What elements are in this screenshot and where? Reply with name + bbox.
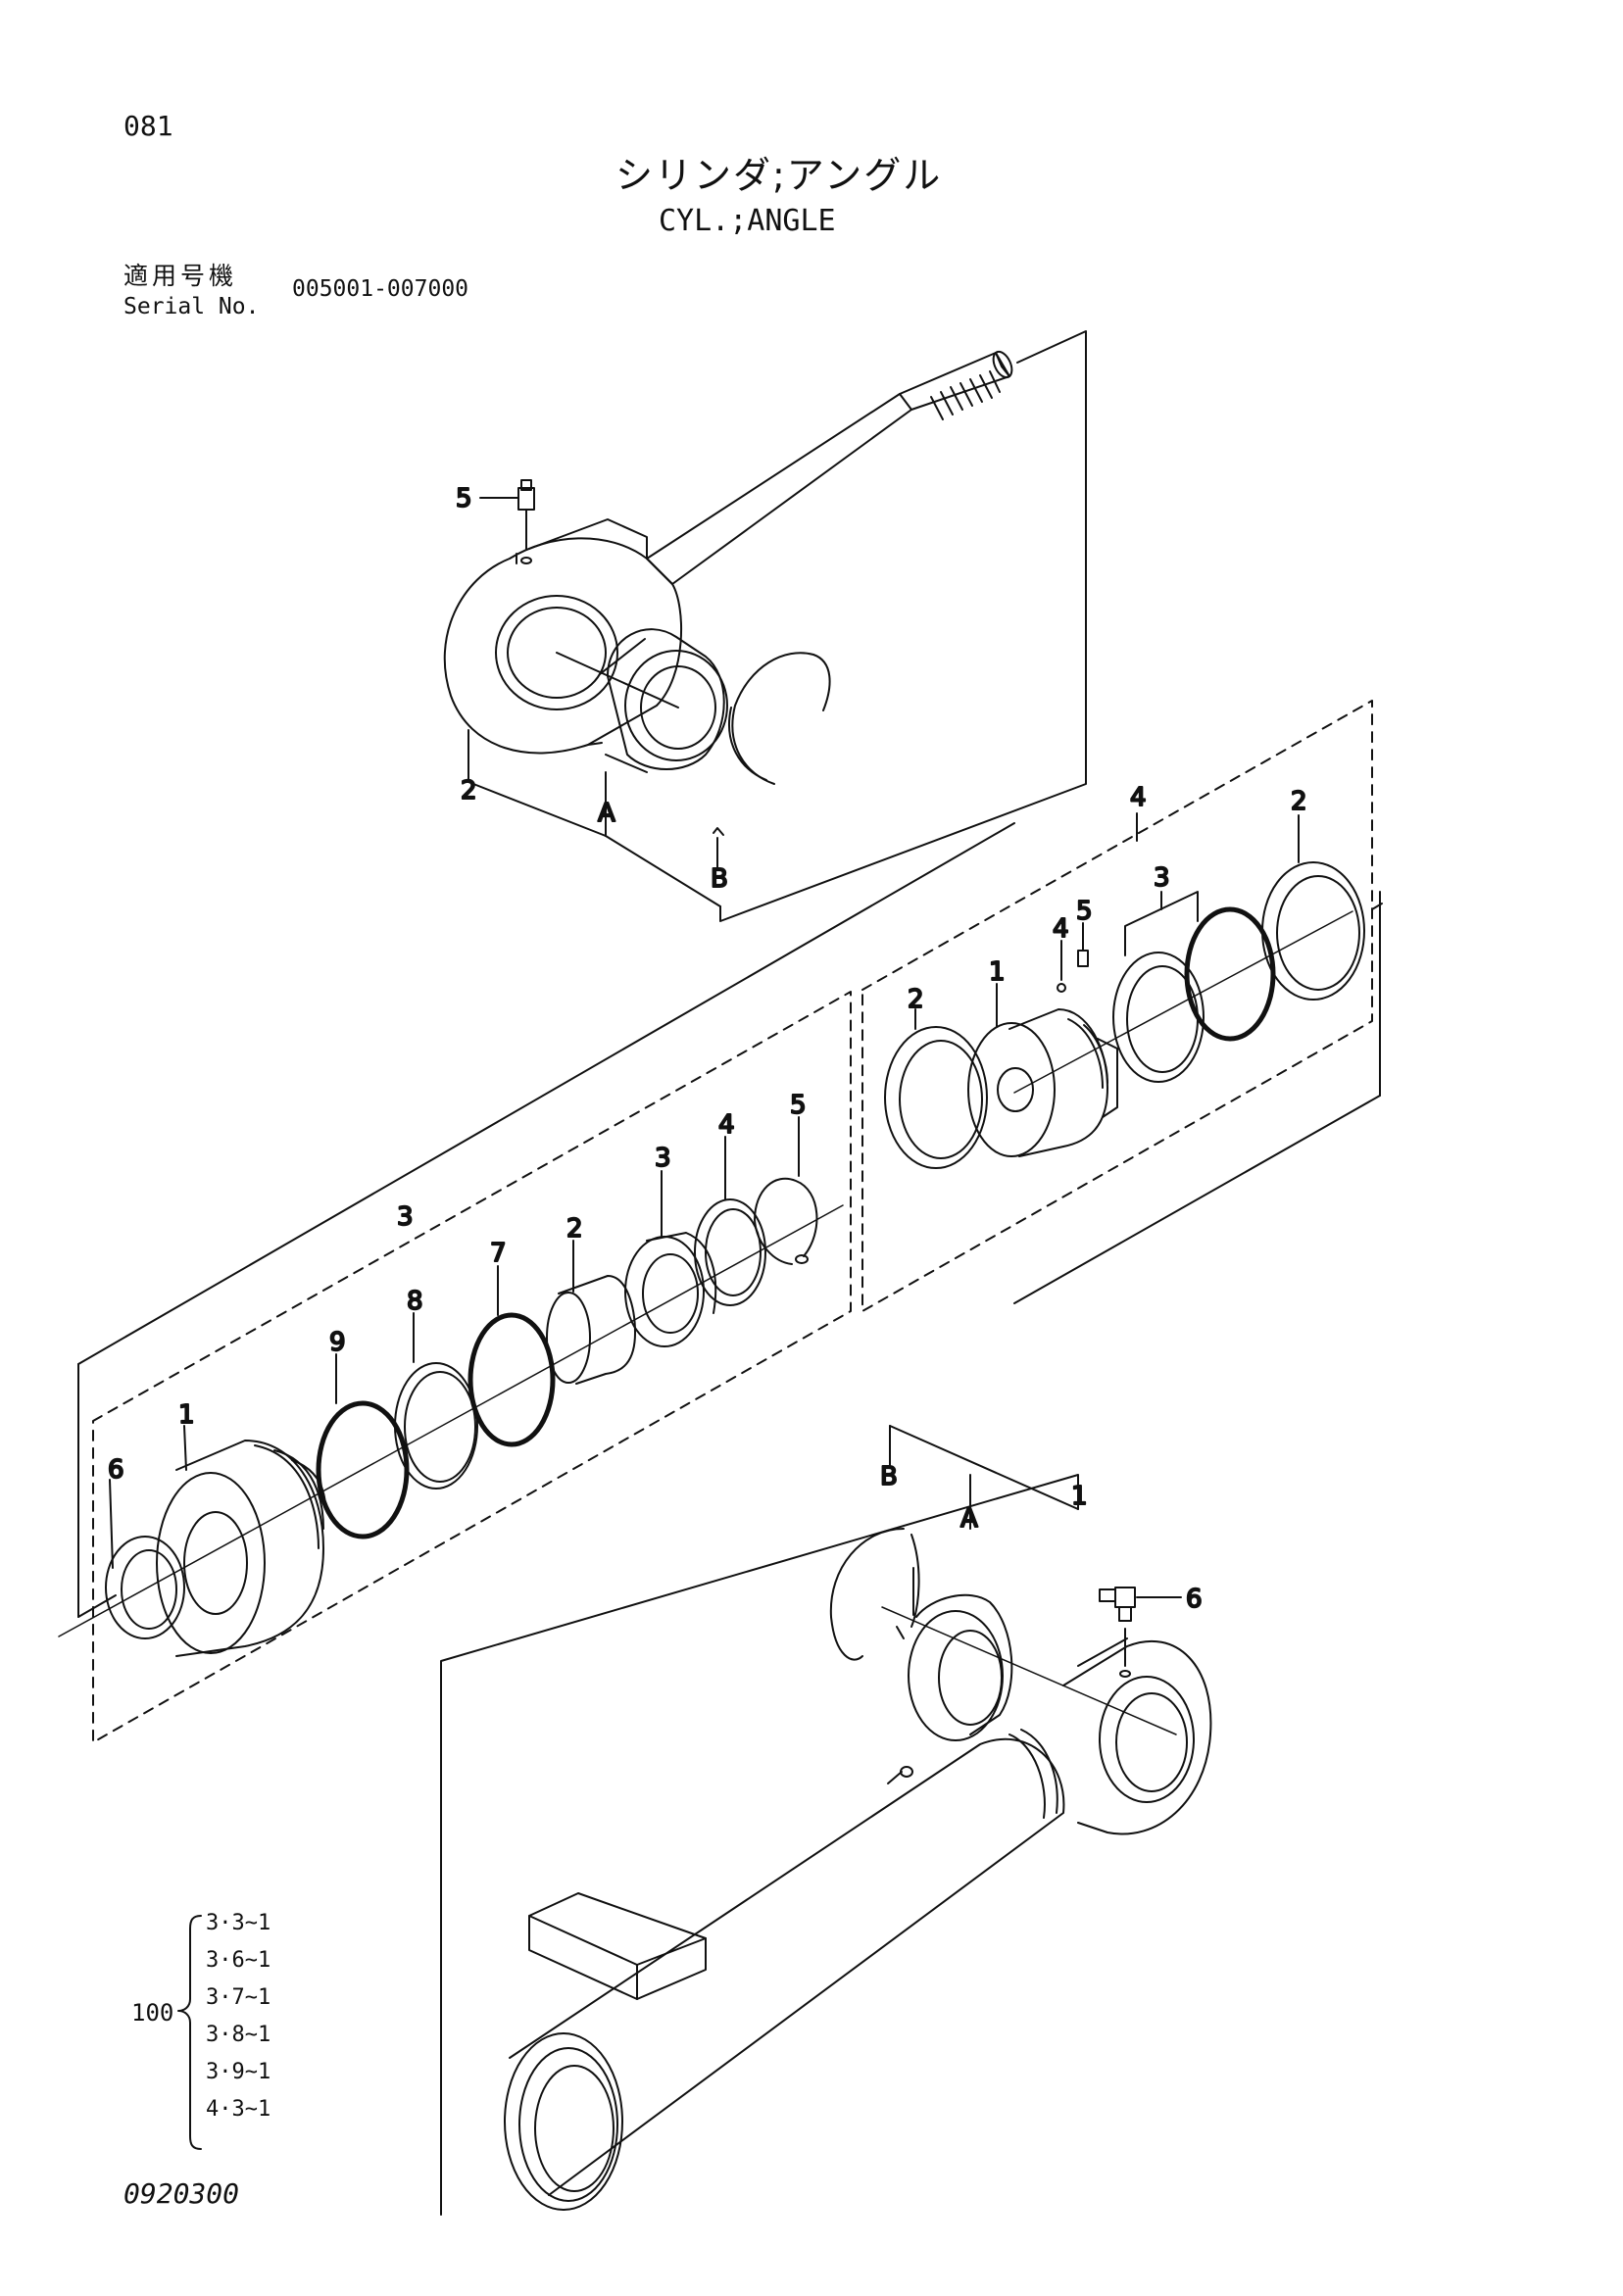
piston-wear-ring-left <box>885 1009 987 1168</box>
serial-range: 005001-007000 <box>292 276 469 302</box>
callout-piston-item-5: 5 <box>1076 897 1093 926</box>
callout-head-item-8: 8 <box>407 1287 423 1316</box>
cylinder-tube <box>505 1730 1063 2210</box>
callout-rod-eye: 2 <box>461 776 477 806</box>
piston-kit <box>862 701 1382 1311</box>
head-o-ring <box>319 1354 407 1537</box>
tube-eye <box>1063 1629 1210 1834</box>
head-kit-dashed-box <box>93 992 851 1742</box>
callout-rod-bushing: A <box>598 799 615 828</box>
title-english: CYL.;ANGLE <box>659 204 836 238</box>
reference-brace <box>178 1916 201 2149</box>
rod-bushing <box>600 629 727 772</box>
callout-head-item-6: 6 <box>108 1455 124 1485</box>
callout-head-item-7: 7 <box>490 1239 507 1268</box>
tube-grease-fitting <box>1100 1588 1181 1621</box>
callout-piston-item-4: 4 <box>1053 914 1069 944</box>
reference-item: 3·3~1 <box>206 1911 271 1935</box>
callout-piston-kit: 4 <box>1130 783 1147 812</box>
callout-head-item-5: 5 <box>790 1091 807 1120</box>
callout-head-item-4: 4 <box>718 1110 735 1140</box>
callout-head-item-3: 3 <box>655 1144 671 1173</box>
callout-piston-item-2-left: 2 <box>908 985 924 1014</box>
head-kit <box>59 823 1014 1742</box>
callout-tube: 1 <box>1071 1482 1088 1511</box>
head-bushing <box>547 1241 635 1384</box>
head-backup-ring <box>395 1313 477 1489</box>
callout-tube-bushing: A <box>960 1504 978 1534</box>
tube-name-plate <box>529 1893 706 1999</box>
title-japanese: シリンダ;アングル <box>615 154 943 197</box>
reference-item: 3·8~1 <box>206 2023 271 2047</box>
tube-bushing <box>909 1568 1011 1740</box>
reference-item: 3·7~1 <box>206 1985 271 2010</box>
piston-kit-dashed-box <box>862 701 1372 1311</box>
callout-head-item-2: 2 <box>566 1214 583 1244</box>
head-buffer-ring <box>625 1171 715 1346</box>
piston-seal <box>1113 953 1204 1082</box>
callout-head-kit: 3 <box>397 1202 414 1232</box>
callout-head-item-9: 9 <box>329 1328 346 1357</box>
callout-piston-item-1: 1 <box>989 957 1006 987</box>
head-wiper-seal <box>106 1480 184 1638</box>
callout-piston-item-2-right: 2 <box>1291 787 1307 816</box>
callout-tube-grease-fitting: 6 <box>1186 1585 1203 1614</box>
serial-label-japanese: 適用号機 <box>123 262 238 290</box>
callout-piston-item-3: 3 <box>1154 863 1170 893</box>
rod-snap-ring <box>713 653 830 870</box>
piston-wear-ring-right <box>1262 815 1364 1000</box>
tube-snap-ring <box>831 1529 919 1660</box>
head-o-ring-large <box>470 1266 553 1444</box>
reference-quantity: 100 <box>131 1999 174 2027</box>
callout-rod-grease-fitting: 5 <box>456 484 472 513</box>
piston <box>968 984 1117 1156</box>
piston-ball-and-screw <box>1057 923 1088 992</box>
rod-grease-fitting <box>480 480 534 563</box>
head-rod-seal <box>695 1137 765 1305</box>
reference-item: 3·9~1 <box>206 2060 271 2084</box>
callout-labels: 5 2 A B 3 6 1 9 8 7 2 3 4 5 4 2 1 4 5 3 … <box>107 483 1308 1615</box>
rod-eye <box>445 519 681 753</box>
page-number: 081 <box>123 110 173 142</box>
rod-kit-leader <box>720 331 1086 921</box>
reference-item: 4·3~1 <box>206 2097 271 2122</box>
callout-rod-snap-ring: B <box>711 864 728 894</box>
tube-kit-leader <box>441 1475 1078 2215</box>
callout-tube-snap-ring: B <box>880 1462 898 1491</box>
cylinder-head <box>157 1426 325 1656</box>
callout-head-item-1: 1 <box>178 1400 195 1430</box>
document-code: 0920300 <box>123 2177 240 2210</box>
rod-assembly <box>445 331 1086 921</box>
tube-assembly <box>441 1426 1210 2215</box>
piston-rod <box>647 349 1015 584</box>
reference-item: 3·6~1 <box>206 1948 271 1973</box>
serial-label-english: Serial No. <box>123 294 260 319</box>
piston-seal-ring <box>1187 909 1273 1039</box>
